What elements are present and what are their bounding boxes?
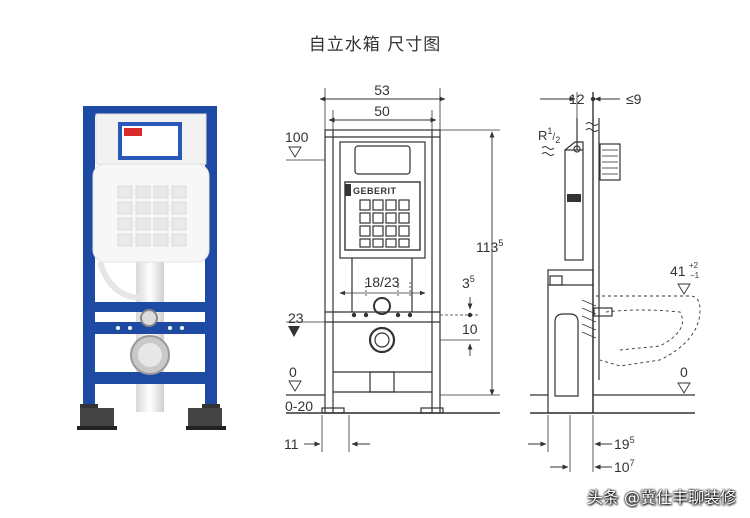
- front-view: [286, 88, 500, 452]
- outlet-ring: [140, 309, 158, 327]
- frame-rail: [90, 372, 212, 384]
- dim-50-label: 50: [374, 103, 390, 119]
- level-0-label: 0: [289, 364, 297, 380]
- side-view: [528, 92, 701, 472]
- hose: [97, 261, 141, 301]
- side-flush-plate: [599, 143, 621, 181]
- foot-left: [80, 404, 98, 408]
- cistern-body: [92, 163, 210, 263]
- dim-10-label: 10: [462, 321, 478, 337]
- brand-logo-icon: [345, 184, 351, 196]
- level-triangle-icon: [288, 326, 300, 337]
- side-level-0-label: 0: [680, 364, 688, 380]
- front-pipe: [368, 326, 396, 354]
- cistern-grid: [117, 185, 187, 247]
- dim-dot: [590, 96, 596, 102]
- front-flush-plate: [354, 145, 411, 175]
- dim-18-23-label: 18/23: [364, 274, 399, 290]
- level-23-label: 23: [288, 310, 304, 326]
- foot-right-base: [188, 408, 222, 430]
- dim-9-label: ≤9: [626, 91, 642, 107]
- floor-range-label: 0-20: [285, 398, 313, 414]
- brand-label: GEBERIT: [353, 186, 397, 196]
- page-title: 自立水箱 尺寸图: [308, 35, 442, 55]
- pipe-connector-inner: [138, 343, 162, 367]
- side-frame-block: [549, 275, 563, 286]
- frame-top-rail: [83, 106, 217, 116]
- front-brand-panel: [344, 181, 421, 251]
- dim-12-label: 12: [569, 91, 585, 107]
- front-outlet: [373, 297, 391, 315]
- label-red-mark: [124, 128, 142, 136]
- front-frame: [324, 129, 441, 414]
- frame-left-post: [83, 108, 95, 406]
- side-pipe-bend: [554, 313, 579, 397]
- watermark: 头条 @冀仕丰聊装修: [586, 488, 736, 507]
- water-icon: [585, 122, 599, 126]
- foot-right: [202, 404, 220, 408]
- level-triangle-icon: [288, 380, 302, 392]
- bowl-tol-minus: −1: [690, 271, 700, 280]
- level-triangle-icon: [677, 283, 691, 295]
- level-100-label: 100: [285, 129, 309, 145]
- foot-left-base: [80, 408, 114, 430]
- water-icon: [541, 146, 555, 150]
- front-bolts: [351, 312, 473, 318]
- dim-10-7-label: 107: [614, 458, 635, 475]
- frame-rail: [90, 322, 212, 334]
- dim-113-label: 1135: [476, 238, 503, 255]
- front-cistern: [339, 141, 426, 259]
- pipe-size-label: R1/2: [538, 126, 560, 145]
- side-valve: [573, 145, 581, 153]
- water-icon: [585, 128, 599, 132]
- bolt-holes: [116, 326, 184, 330]
- front-pipe-inner: [374, 332, 390, 348]
- frame-rail: [83, 302, 217, 312]
- side-bowl-outline: [596, 295, 701, 367]
- product-photo: [77, 106, 226, 430]
- dim-3-5-label: 35: [462, 274, 475, 291]
- side-cistern-top: [564, 141, 584, 151]
- front-grid: [359, 199, 410, 248]
- side-bolt-hatch: [581, 299, 597, 339]
- bowl-tol-plus: +2: [689, 261, 699, 270]
- dim-11-label: 11: [284, 436, 299, 452]
- level-triangle-icon: [288, 146, 302, 158]
- dim-53-label: 53: [374, 82, 390, 98]
- side-cistern-mark: [567, 194, 581, 202]
- water-icon: [541, 152, 555, 156]
- side-bowl-inner: [605, 309, 683, 351]
- side-cistern: [564, 149, 584, 261]
- dim-19-label: 195: [614, 435, 635, 452]
- side-bowl-bracket: [593, 307, 613, 317]
- bowl-height-label: 41: [670, 263, 686, 279]
- foot-plate: [77, 426, 117, 430]
- foot-plate: [186, 426, 226, 430]
- level-triangle-icon: [677, 382, 691, 394]
- front-bottom-box: [369, 371, 395, 393]
- side-flush-ribs: [602, 149, 618, 175]
